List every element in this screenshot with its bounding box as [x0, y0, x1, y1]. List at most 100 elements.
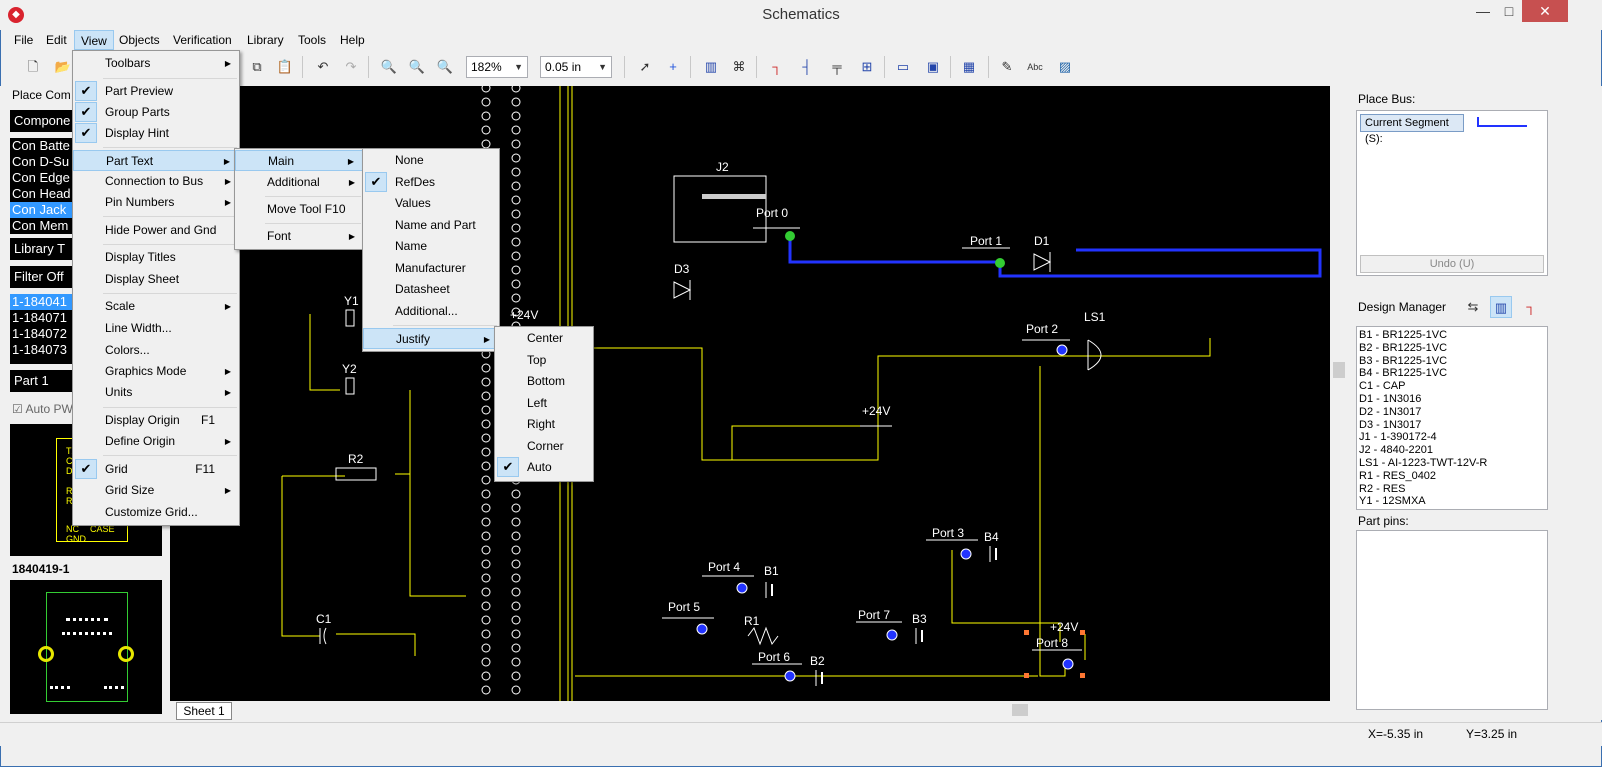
menu-library[interactable]: Library	[247, 33, 284, 47]
menu-item-colors[interactable]: Colors...	[73, 340, 239, 361]
list-item[interactable]: D3 - 1N3017	[1359, 418, 1422, 431]
scroll-thumb[interactable]	[1012, 704, 1028, 716]
menu-item-additional[interactable]: Additional▶	[235, 172, 363, 193]
current-segment-label[interactable]: Current Segment (S):	[1360, 114, 1464, 145]
image-icon[interactable]: ▨	[1058, 59, 1072, 74]
zoom-in-icon[interactable]: 🔍	[380, 59, 398, 74]
undo-button[interactable]: Undo (U)	[1360, 255, 1544, 273]
find-binoculars-icon[interactable]: ⌘	[732, 59, 746, 74]
menu-item-display-hint[interactable]: ✔Display Hint	[73, 123, 239, 144]
menu-item-pin-numbers[interactable]: Pin Numbers▶	[73, 192, 239, 213]
list-item[interactable]: J1 - 1-390172-4	[1359, 431, 1437, 444]
list-item[interactable]: 1-184071	[12, 310, 67, 325]
parts-view-icon[interactable]: ▥	[1490, 296, 1512, 318]
chip-icon[interactable]: ▣	[926, 59, 940, 74]
table-icon[interactable]: ▦	[962, 59, 976, 74]
bus-entry-icon[interactable]: ╤	[832, 59, 842, 74]
menu-item-move-tool[interactable]: Move Tool F10	[235, 199, 363, 220]
crosshair-icon[interactable]: +	[669, 59, 677, 74]
menu-item-left[interactable]: Left	[495, 393, 593, 414]
select-pointer-icon[interactable]: ➚	[639, 59, 651, 74]
menu-item-datasheet[interactable]: Datasheet	[363, 279, 499, 300]
list-item[interactable]: Con Batte	[12, 138, 70, 153]
minimize-button[interactable]: —	[1476, 3, 1490, 19]
list-item[interactable]: D1 - 1N3016	[1359, 392, 1422, 405]
list-item[interactable]: R2 - RES	[1359, 482, 1406, 495]
menu-verification[interactable]: Verification	[173, 33, 232, 47]
menu-item-none[interactable]: None	[363, 150, 499, 171]
list-item[interactable]: Con D-Su	[12, 154, 70, 169]
menu-item-toolbars[interactable]: Toolbars▶	[73, 53, 239, 74]
design-list[interactable]: B1 - BR1225-1VC B2 - BR1225-1VC B3 - BR1…	[1356, 326, 1548, 510]
redo-icon[interactable]: ↷	[345, 59, 357, 74]
maximize-button[interactable]: □	[1504, 3, 1514, 19]
list-item[interactable]: Y1 - 12SMXA	[1359, 495, 1426, 508]
menu-item-corner[interactable]: Corner	[495, 436, 593, 457]
paste-icon[interactable]: 📋	[276, 59, 294, 74]
list-item[interactable]: B1 - BR1225-1VC	[1359, 329, 1448, 341]
menu-item-center[interactable]: Center	[495, 328, 593, 349]
scroll-thumb[interactable]	[1333, 362, 1345, 378]
menu-item-group-parts[interactable]: ✔Group Parts	[73, 102, 239, 123]
horizontal-scrollbar[interactable]	[750, 702, 1330, 718]
auto-checkbox[interactable]: ☑ Auto PW	[12, 402, 73, 416]
menu-item-additional-dots[interactable]: Additional...	[363, 301, 499, 322]
list-item[interactable]: B4 - BR1225-1VC	[1359, 367, 1448, 380]
menu-item-display-titles[interactable]: Display Titles	[73, 247, 239, 268]
new-file-icon[interactable]: 🗋	[27, 59, 39, 74]
list-item[interactable]: Con Edge	[12, 170, 70, 185]
list-item[interactable]: B3 - BR1225-1VC	[1359, 354, 1448, 367]
open-folder-icon[interactable]: 📂	[54, 59, 72, 74]
menu-item-name[interactable]: Name	[363, 236, 499, 257]
menu-item-top[interactable]: Top	[495, 350, 593, 371]
menu-item-define-origin[interactable]: Define Origin▶	[73, 431, 239, 452]
menu-item-font[interactable]: Font▶	[235, 226, 363, 247]
menu-item-customize-grid[interactable]: Customize Grid...	[73, 502, 239, 523]
tab-sheet-1[interactable]: Sheet 1	[176, 702, 232, 720]
menu-tools[interactable]: Tools	[298, 33, 327, 47]
menu-edit[interactable]: Edit	[46, 33, 67, 47]
close-button[interactable]: ✕	[1522, 0, 1568, 22]
menu-item-right[interactable]: Right	[495, 414, 593, 435]
menu-item-name-and-part[interactable]: Name and Part	[363, 215, 499, 236]
spell-check-icon[interactable]: Abc	[1027, 62, 1043, 72]
wire-icon[interactable]: ┐	[772, 59, 782, 74]
menu-item-auto[interactable]: ✔Auto	[495, 457, 593, 478]
menu-item-connection-to-bus[interactable]: Connection to Bus▶	[73, 171, 239, 192]
menu-item-line-width[interactable]: Line Width...	[73, 318, 239, 339]
menu-view[interactable]: View	[74, 30, 114, 50]
copy-icon[interactable]: ⧉	[252, 59, 262, 74]
menu-item-grid-size[interactable]: Grid Size▶	[73, 480, 239, 501]
list-item[interactable]: Con Head	[12, 186, 71, 201]
list-item[interactable]: LS1 - AI-1223-TWT-12V-R	[1359, 456, 1488, 469]
power-icon[interactable]: ▭	[896, 59, 910, 74]
menu-item-justify[interactable]: Justify▶	[363, 328, 499, 349]
menu-file[interactable]: File	[14, 33, 34, 47]
net-port-icon[interactable]: ⊞	[861, 59, 873, 74]
list-item[interactable]: J2 - 4840-2201	[1359, 444, 1433, 457]
list-item[interactable]: 1-184072	[12, 326, 67, 341]
place-part-icon[interactable]: ▥	[704, 59, 718, 74]
menu-item-hide-power-and-gnd[interactable]: Hide Power and Gnd	[73, 220, 239, 241]
menu-item-part-preview[interactable]: ✔Part Preview	[73, 81, 239, 102]
menu-objects[interactable]: Objects	[119, 33, 160, 47]
list-item[interactable]: D2 - 1N3017	[1359, 405, 1422, 418]
list-item[interactable]: R1 - RES_0402	[1359, 469, 1437, 482]
menu-item-graphics-mode[interactable]: Graphics Mode▶	[73, 361, 239, 382]
bus-icon[interactable]: ┤	[802, 59, 812, 74]
list-item[interactable]: Con Mem	[12, 218, 69, 233]
nets-view-icon[interactable]: ┐	[1526, 299, 1536, 314]
grid-size-select[interactable]: 0.05 in▼	[540, 56, 612, 78]
zoom-select[interactable]: 182%▼	[466, 56, 528, 78]
menu-item-bottom[interactable]: Bottom	[495, 371, 593, 392]
menu-item-scale[interactable]: Scale▶	[73, 296, 239, 317]
zoom-fit-icon[interactable]: 🔍	[436, 59, 454, 74]
edit-text-icon[interactable]: ✎	[1001, 59, 1013, 74]
list-item[interactable]: B2 - BR1225-1VC	[1359, 341, 1448, 354]
list-item[interactable]: 1-184073	[12, 342, 67, 357]
zoom-out-icon[interactable]: 🔍	[408, 59, 426, 74]
menu-item-manufacturer[interactable]: Manufacturer	[363, 258, 499, 279]
menu-item-display-sheet[interactable]: Display Sheet	[73, 269, 239, 290]
